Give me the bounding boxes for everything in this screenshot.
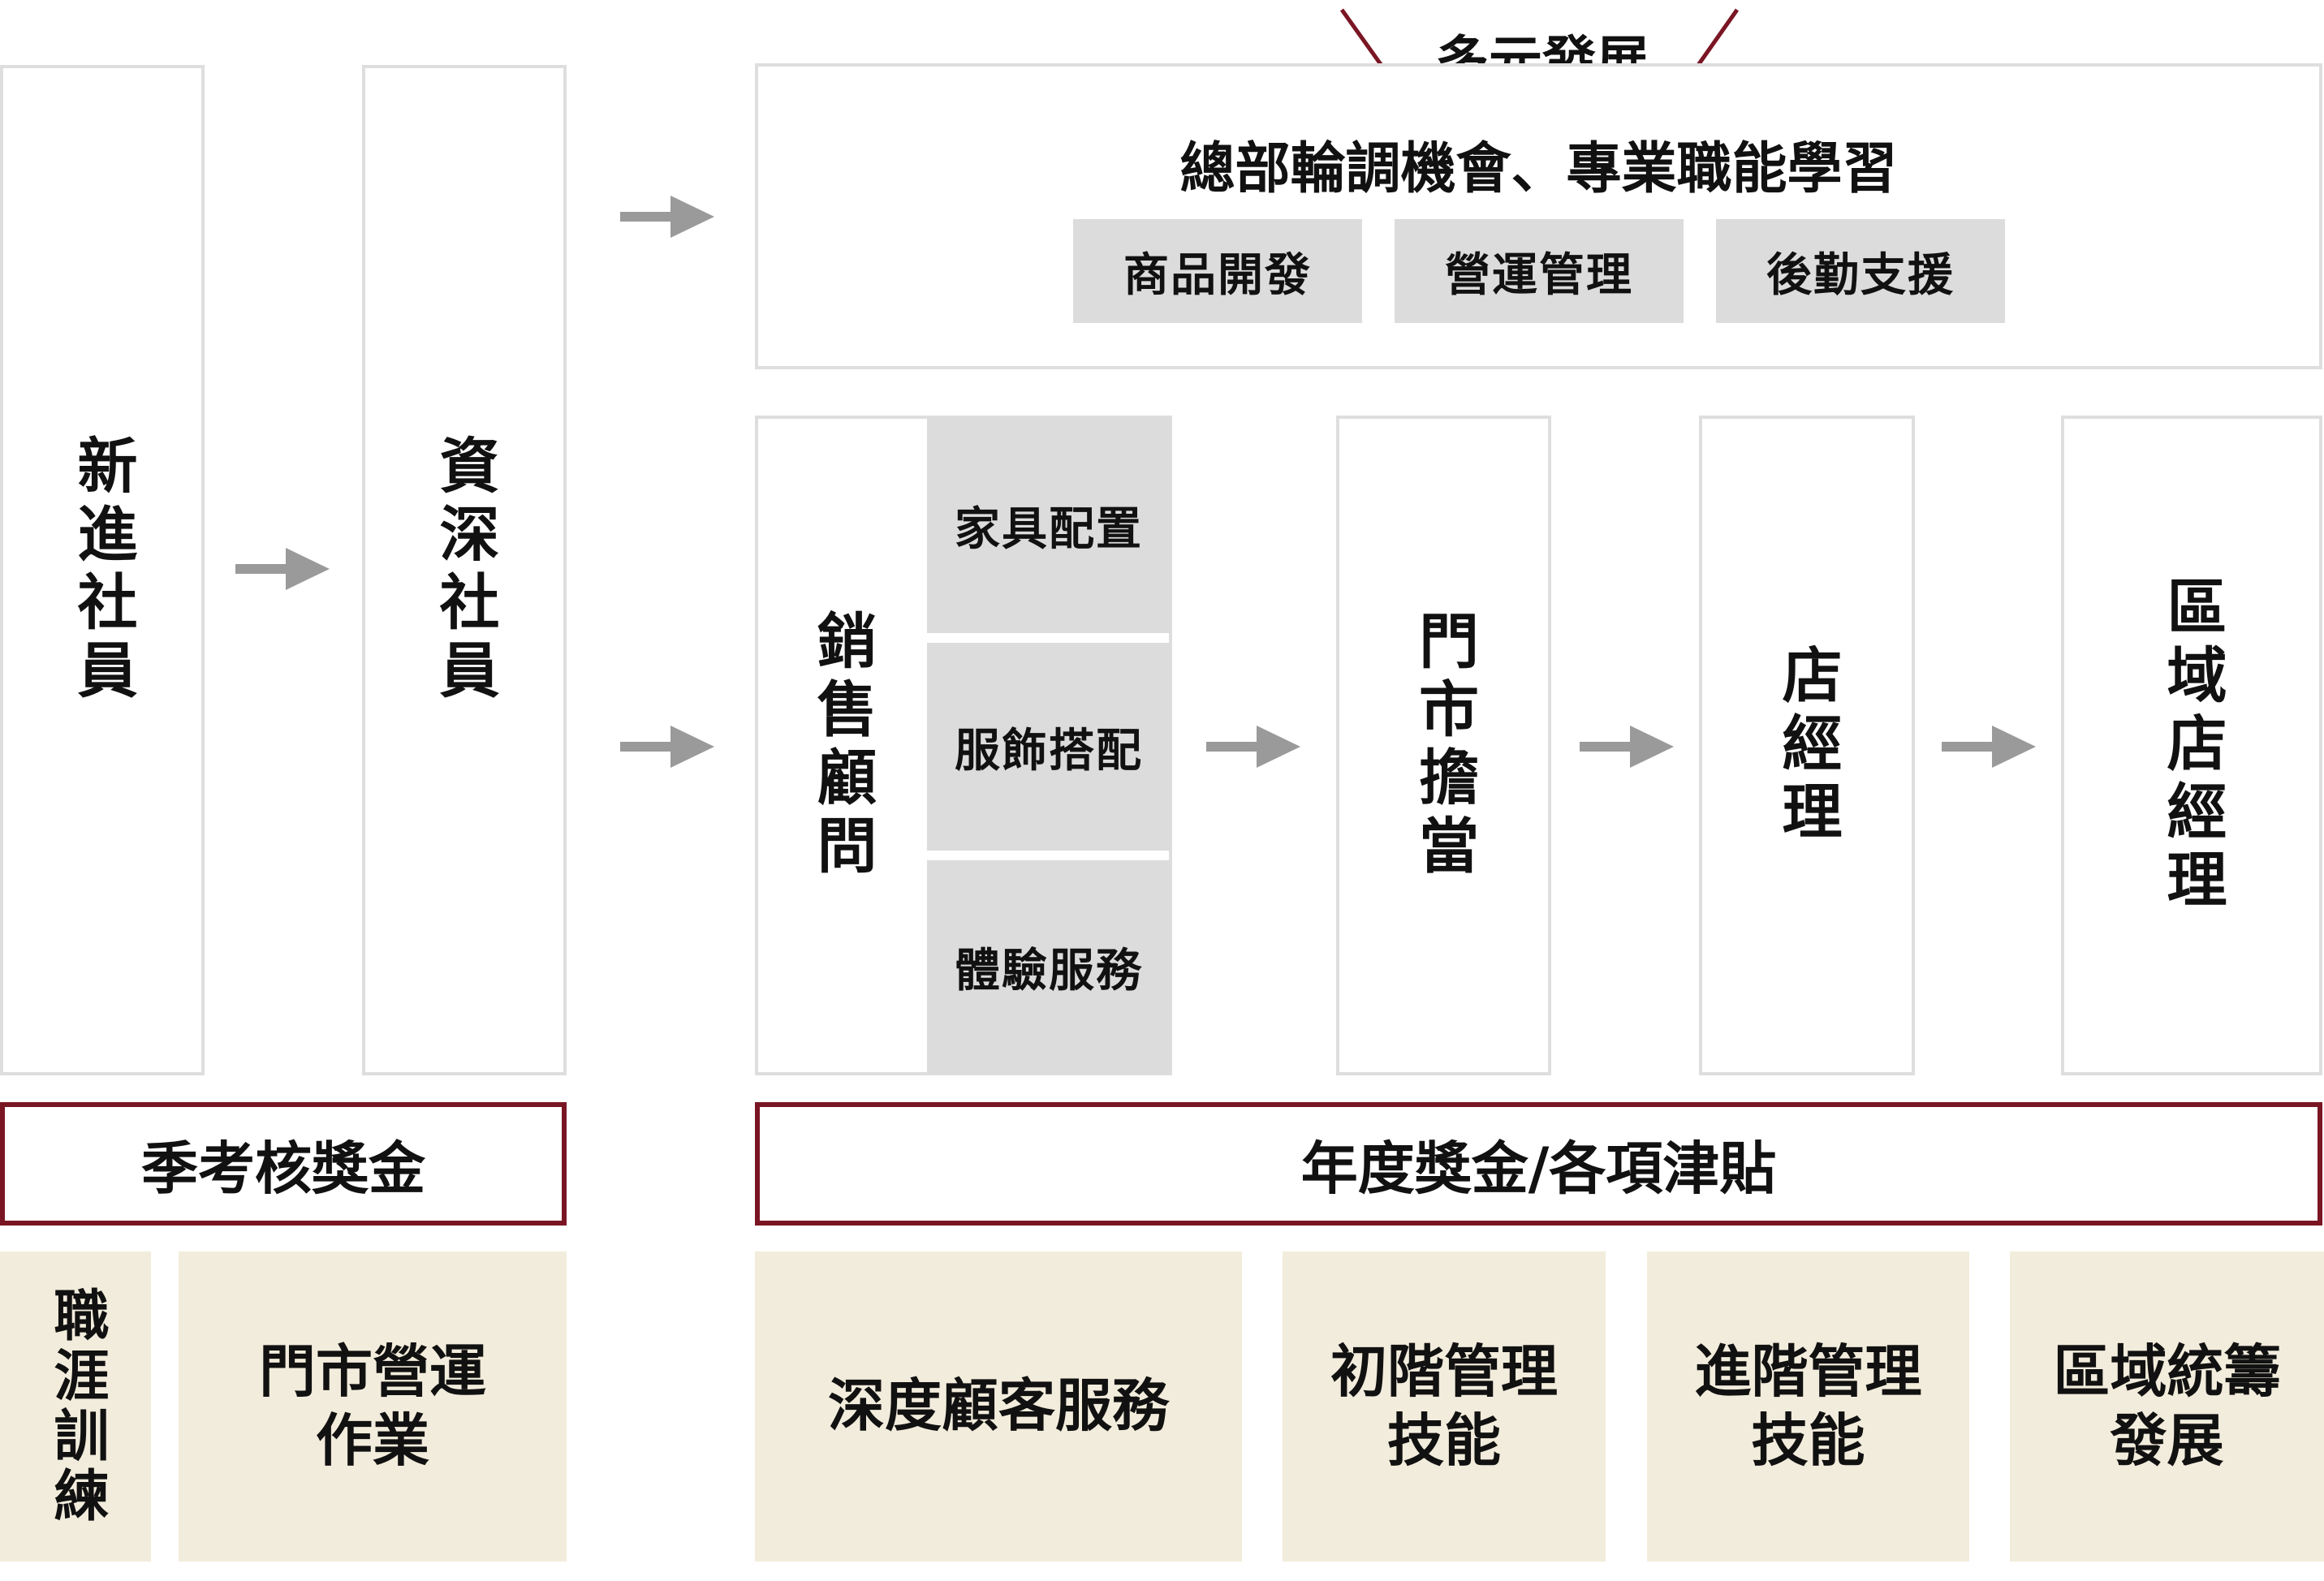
training-advanced-management: 進階管理 技能 (1647, 1251, 1969, 1562)
hq-rotation-panel (755, 63, 2322, 369)
training-regional-coordination: 區域統籌 發展 (2010, 1251, 2324, 1562)
area-manager-box (2061, 416, 2322, 1075)
annual-bonus-bar: 年度獎金/各項津貼 (755, 1102, 2322, 1226)
new-employee-box (0, 65, 205, 1075)
store-manager-label: 店經理 (1772, 643, 1842, 848)
arrow-right-icon (1942, 726, 2036, 768)
career-training-label: 職涯訓練 (0, 1251, 151, 1562)
arrow-right-icon (1206, 726, 1300, 768)
training-store-operations: 門市營運 作業 (179, 1251, 567, 1562)
skill-experience-service: 體驗服務 (927, 860, 1171, 1074)
store-manager-box (1699, 416, 1915, 1075)
arrow-right-icon (235, 548, 330, 590)
tag-operations-management: 營運管理 (1395, 219, 1684, 323)
senior-employee-label: 資深社員 (429, 433, 499, 707)
senior-employee-box (362, 65, 567, 1075)
hq-rotation-title: 總部輪調機會、專業職能學習 (1179, 137, 1898, 201)
tag-product-development: 商品開發 (1073, 219, 1362, 323)
arrow-right-icon (1580, 726, 1674, 768)
sales-consultant-label: 銷售顧問 (807, 609, 877, 882)
training-customer-service: 深度顧客服務 (755, 1251, 1242, 1562)
new-employee-label: 新進社員 (67, 433, 137, 707)
arrow-right-icon (620, 196, 714, 238)
quarterly-bonus-bar: 季考核獎金 (0, 1102, 567, 1226)
training-basic-management: 初階管理 技能 (1283, 1251, 1606, 1562)
arrow-right-icon (620, 726, 714, 768)
store-lead-label: 門市擔當 (1408, 609, 1479, 882)
skill-apparel-styling: 服飾搭配 (927, 643, 1171, 851)
skill-furniture-arrangement: 家具配置 (927, 417, 1171, 633)
store-lead-box (1336, 416, 1551, 1075)
tag-logistics-support: 後勤支援 (1716, 219, 2005, 323)
area-manager-label: 區域店經理 (2157, 575, 2227, 916)
